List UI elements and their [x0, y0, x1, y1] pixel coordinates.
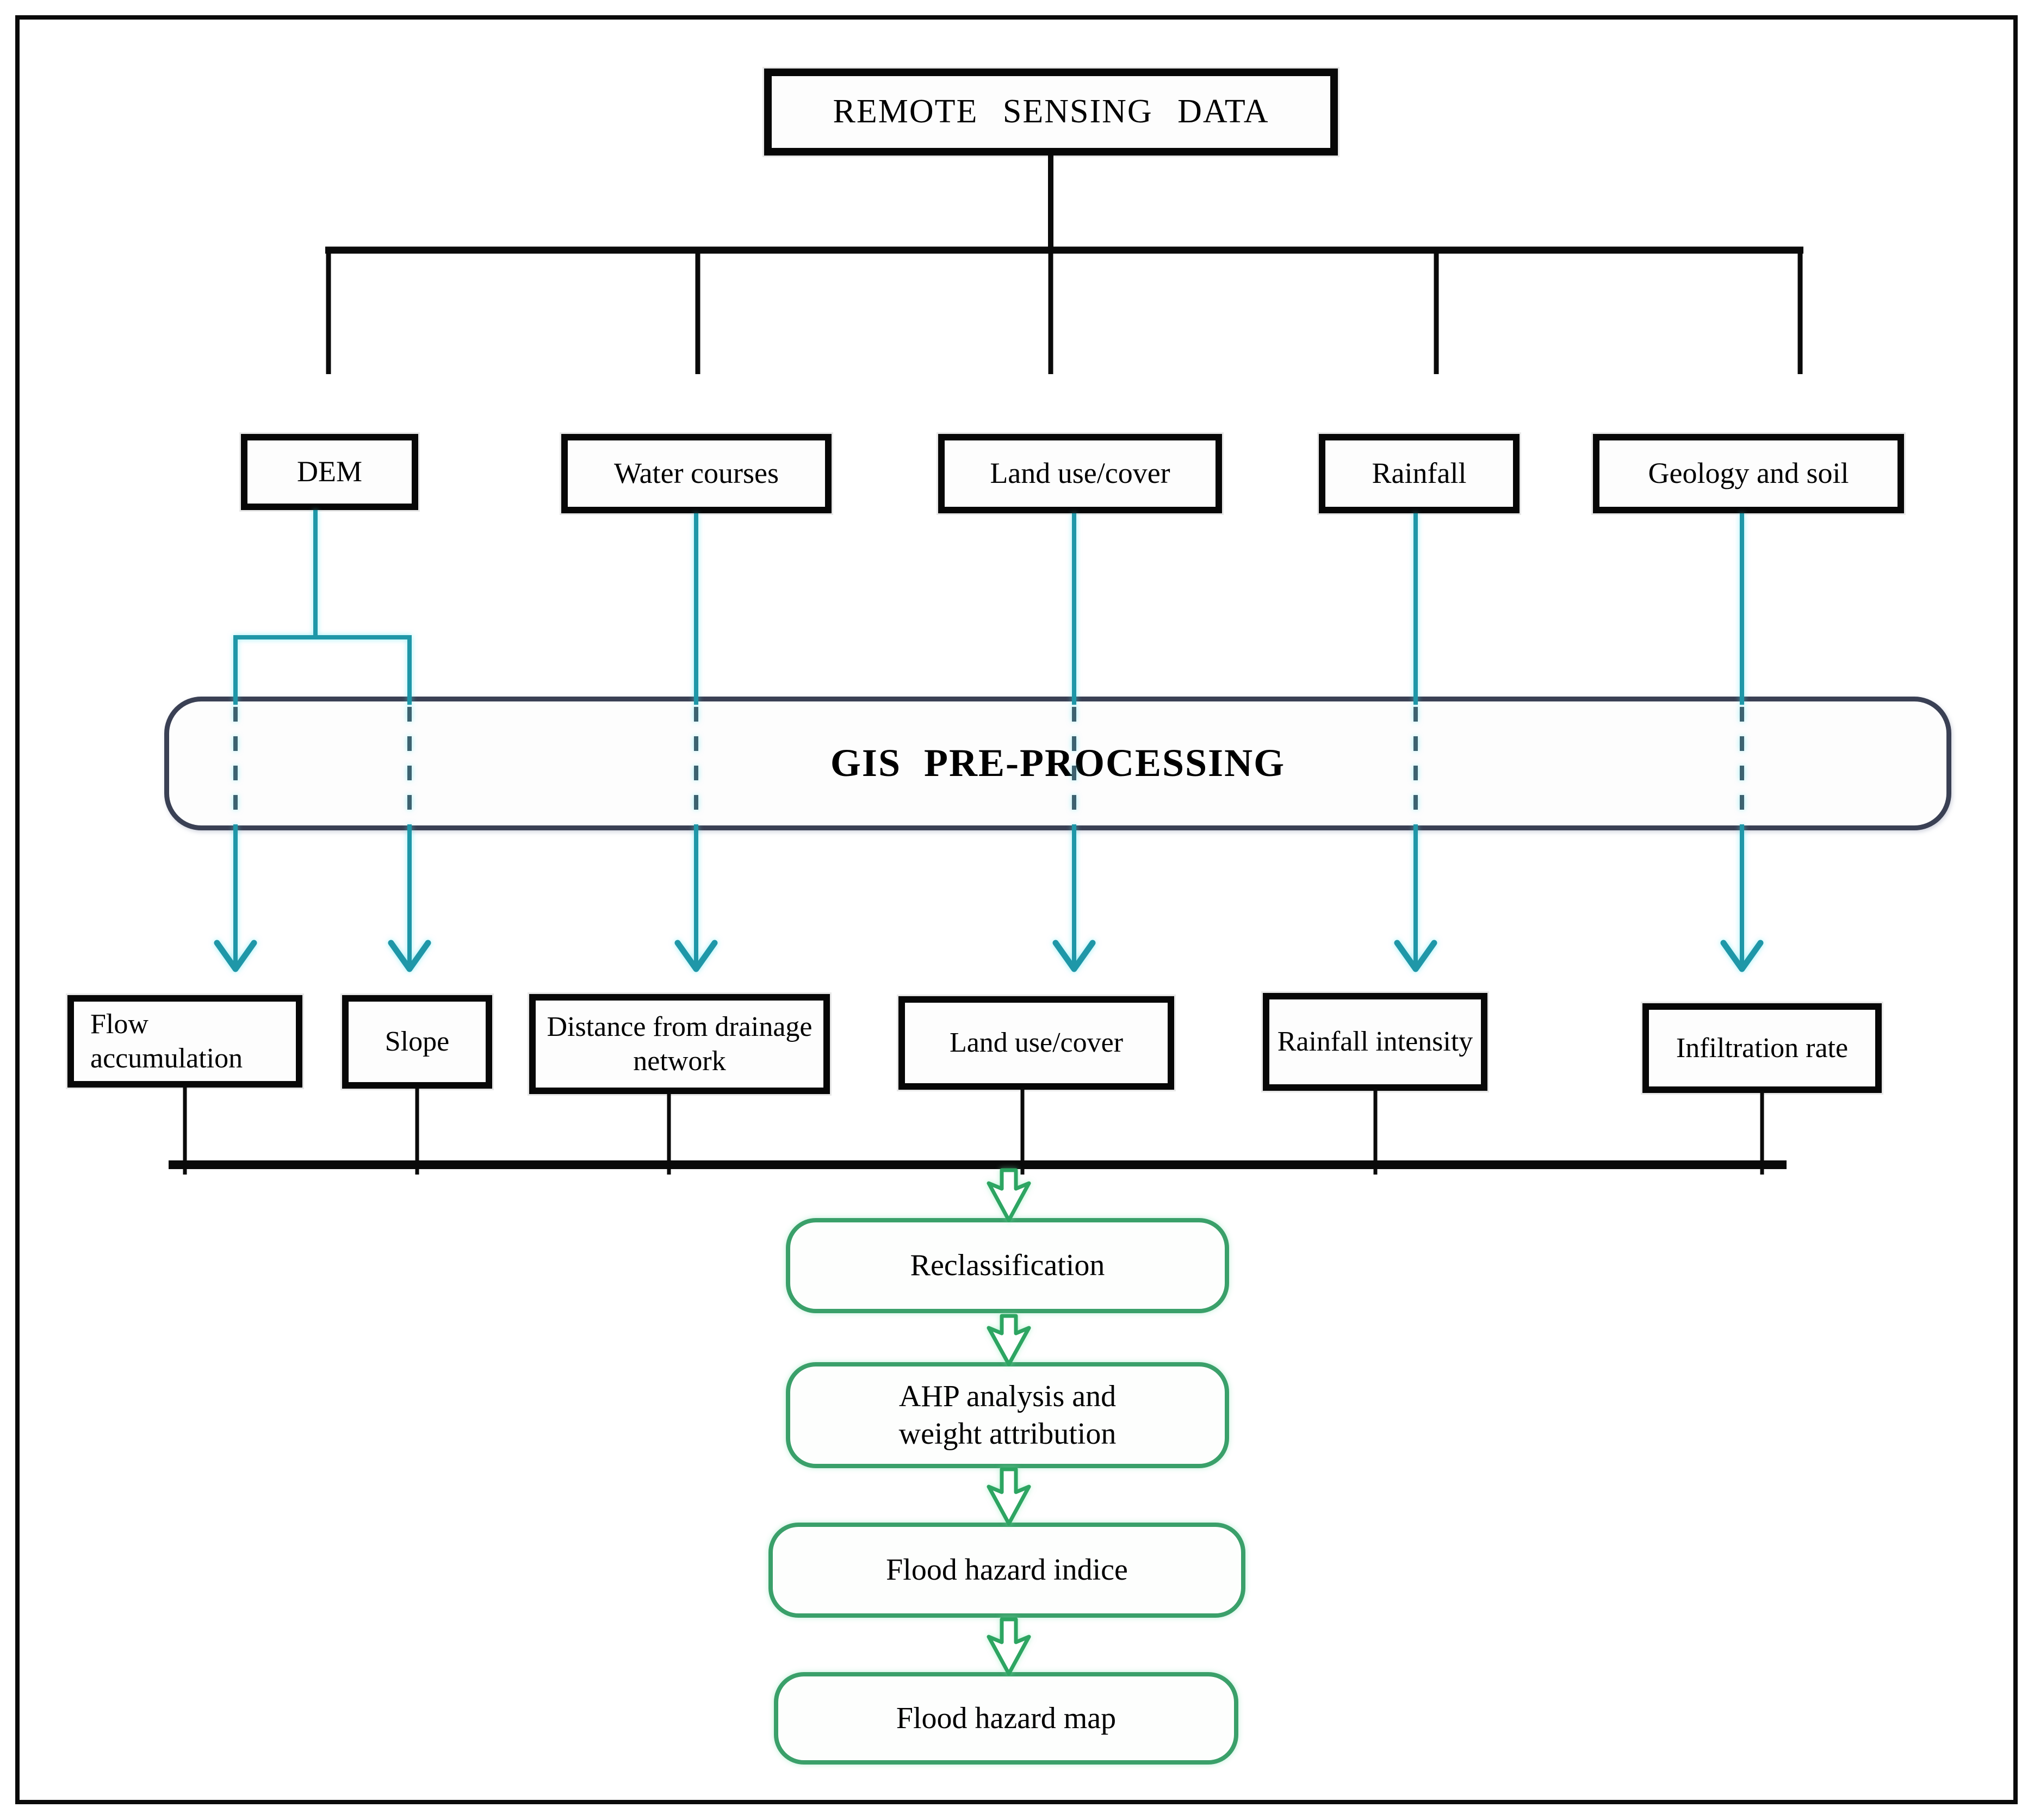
- node-dem: DEM: [241, 434, 418, 510]
- node-label: Reclassification: [910, 1248, 1105, 1283]
- node-label: Flood hazard map: [896, 1701, 1117, 1735]
- node-label: Distance from drainage network: [547, 1011, 813, 1077]
- node-label: Infiltration rate: [1676, 1032, 1849, 1064]
- node-flood-hazard-map: Flood hazard map: [774, 1672, 1238, 1765]
- node-geology-and-soil: Geology and soil: [1593, 434, 1904, 513]
- node-label: Slope: [385, 1026, 450, 1058]
- diagram-outer-frame: [15, 15, 2018, 1804]
- node-land-use-cover-2: Land use/cover: [898, 996, 1174, 1090]
- node-gis-pre-processing: GIS PRE-PROCESSING: [164, 697, 1951, 830]
- node-flood-hazard-indice: Flood hazard indice: [768, 1523, 1245, 1618]
- node-infiltration-rate: Infiltration rate: [1642, 1003, 1882, 1093]
- node-land-use-cover: Land use/cover: [938, 434, 1222, 513]
- node-label: Geology and soil: [1648, 457, 1849, 490]
- node-remote-sensing-data: REMOTE SENSING DATA: [764, 69, 1338, 156]
- node-label: Land use/cover: [990, 457, 1170, 490]
- node-label: REMOTE SENSING DATA: [833, 93, 1269, 131]
- node-reclassification: Reclassification: [786, 1218, 1229, 1313]
- node-rainfall: Rainfall: [1319, 434, 1520, 513]
- node-label: GIS PRE-PROCESSING: [830, 741, 1286, 785]
- node-label: Land use/cover: [949, 1027, 1124, 1059]
- node-label: Rainfall: [1372, 457, 1467, 490]
- node-label: Flow accumulation: [90, 1008, 243, 1074]
- node-label: DEM: [297, 455, 362, 488]
- node-label: Flood hazard indice: [886, 1553, 1128, 1587]
- node-label: Water courses: [613, 457, 779, 490]
- node-slope: Slope: [342, 995, 492, 1089]
- node-water-courses: Water courses: [561, 434, 832, 513]
- node-flow-accumulation: Flow accumulation: [67, 995, 302, 1088]
- node-label: AHP analysis and weight attribution: [898, 1380, 1117, 1451]
- node-rainfall-intensity: Rainfall intensity: [1263, 993, 1487, 1091]
- node-ahp-analysis: AHP analysis and weight attribution: [786, 1362, 1229, 1468]
- node-label: Rainfall intensity: [1277, 1026, 1473, 1058]
- node-distance-from-drainage-network: Distance from drainage network: [529, 994, 830, 1094]
